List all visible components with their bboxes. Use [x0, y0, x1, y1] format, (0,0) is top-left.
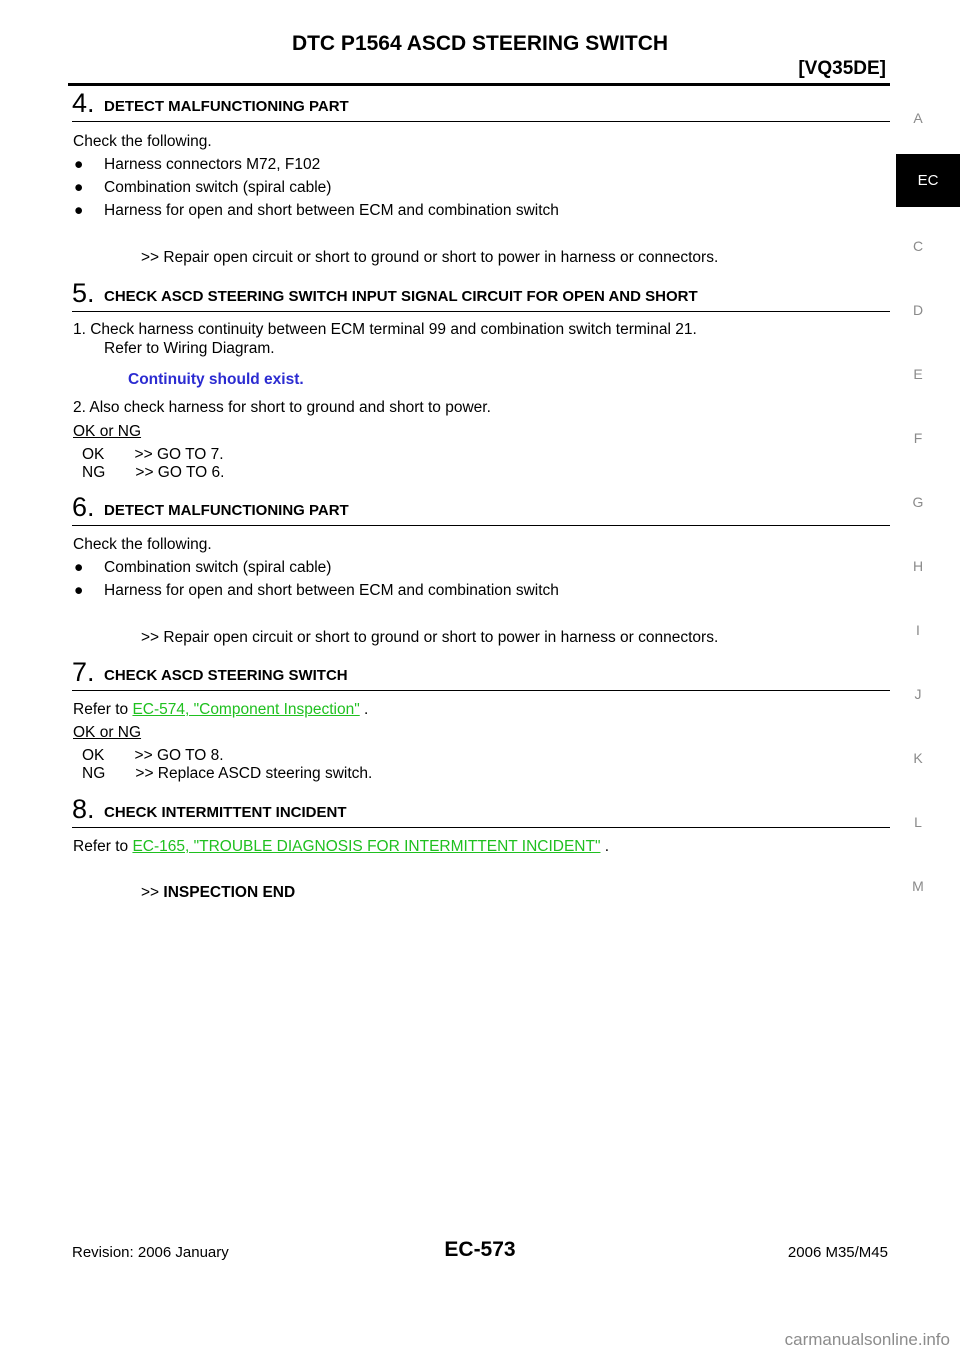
- list-item: ●Harness connectors M72, F102: [74, 156, 321, 173]
- step-5-item-1: 1. Check harness continuity between ECM …: [73, 321, 697, 338]
- step-7-refer: Refer to EC-574, "Component Inspection" …: [73, 701, 369, 718]
- side-index-g[interactable]: G: [912, 494, 924, 510]
- side-index-d[interactable]: D: [912, 302, 924, 318]
- list-item: ●Harness for open and short between ECM …: [74, 582, 559, 599]
- step-title: DETECT MALFUNCTIONING PART: [104, 98, 349, 115]
- bullet-icon: ●: [74, 582, 84, 599]
- step-title: CHECK INTERMITTENT INCIDENT: [104, 804, 347, 821]
- list-item: ●Combination switch (spiral cable): [74, 179, 332, 196]
- step-5-item-2: 2. Also check harness for short to groun…: [73, 399, 491, 416]
- step-5-item-1-ref: Refer to Wiring Diagram.: [104, 340, 275, 357]
- ok-or-ng-label: OK or NG: [73, 423, 142, 440]
- step-number: 7.: [72, 657, 95, 687]
- step-6-intro: Check the following.: [73, 536, 212, 553]
- step-8-result: >> INSPECTION END: [141, 884, 296, 901]
- intermittent-incident-link[interactable]: EC-165, "TROUBLE DIAGNOSIS FOR INTERMITT…: [132, 838, 601, 855]
- page-title: DTC P1564 ASCD STEERING SWITCH: [291, 32, 669, 55]
- side-index-a[interactable]: A: [913, 110, 923, 126]
- side-index-l[interactable]: L: [914, 814, 922, 830]
- step-6-heading: 6. DETECT MALFUNCTIONING PART: [72, 492, 890, 526]
- side-index-ec-active[interactable]: EC: [896, 154, 960, 207]
- side-index-j[interactable]: J: [914, 686, 922, 702]
- step-title: CHECK ASCD STEERING SWITCH INPUT SIGNAL …: [104, 288, 698, 305]
- bullet-icon: ●: [74, 202, 84, 219]
- side-index-m[interactable]: M: [912, 878, 924, 894]
- model-year: 2006 M35/M45: [787, 1244, 888, 1261]
- ng-result: NG >> Replace ASCD steering switch.: [82, 765, 373, 782]
- ok-result: OK >> GO TO 7.: [82, 446, 224, 463]
- side-index-i[interactable]: I: [916, 622, 920, 638]
- step-4-intro: Check the following.: [73, 133, 212, 150]
- site-watermark: carmanualsonline.info: [784, 1330, 950, 1349]
- step-4-result: >> Repair open circuit or short to groun…: [141, 249, 719, 266]
- step-title: CHECK ASCD STEERING SWITCH: [104, 667, 348, 684]
- list-item: ●Harness for open and short between ECM …: [74, 202, 559, 219]
- step-4-heading: 4. DETECT MALFUNCTIONING PART: [72, 88, 890, 122]
- component-inspection-link[interactable]: EC-574, "Component Inspection": [132, 701, 360, 718]
- bullet-icon: ●: [74, 156, 84, 173]
- step-8-heading: 8. CHECK INTERMITTENT INCIDENT: [72, 794, 890, 828]
- header-rule: [68, 83, 890, 86]
- list-item: ●Combination switch (spiral cable): [74, 559, 332, 576]
- bullet-icon: ●: [74, 179, 84, 196]
- side-index-c[interactable]: C: [912, 238, 924, 254]
- engine-code: [VQ35DE]: [798, 58, 886, 79]
- step-title: DETECT MALFUNCTIONING PART: [104, 502, 349, 519]
- step-number: 8.: [72, 794, 95, 824]
- ok-or-ng-label: OK or NG: [73, 724, 142, 741]
- step-5-heading: 5. CHECK ASCD STEERING SWITCH INPUT SIGN…: [72, 278, 890, 312]
- side-index-f[interactable]: F: [913, 430, 923, 446]
- side-index-h[interactable]: H: [912, 558, 924, 574]
- step-6-result: >> Repair open circuit or short to groun…: [141, 629, 719, 646]
- step-number: 4.: [72, 88, 95, 118]
- step-7-heading: 7. CHECK ASCD STEERING SWITCH: [72, 657, 890, 691]
- bullet-icon: ●: [74, 559, 84, 576]
- side-index-k[interactable]: K: [913, 750, 923, 766]
- spec-continuity: Continuity should exist.: [128, 371, 304, 388]
- ng-result: NG >> GO TO 6.: [82, 464, 225, 481]
- ok-result: OK >> GO TO 8.: [82, 747, 224, 764]
- revision-date: Revision: 2006 January: [72, 1244, 229, 1261]
- step-number: 6.: [72, 492, 95, 522]
- step-8-refer: Refer to EC-165, "TROUBLE DIAGNOSIS FOR …: [73, 838, 610, 855]
- side-index-e[interactable]: E: [913, 366, 923, 382]
- step-number: 5.: [72, 278, 95, 308]
- page-number: EC-573: [444, 1238, 516, 1261]
